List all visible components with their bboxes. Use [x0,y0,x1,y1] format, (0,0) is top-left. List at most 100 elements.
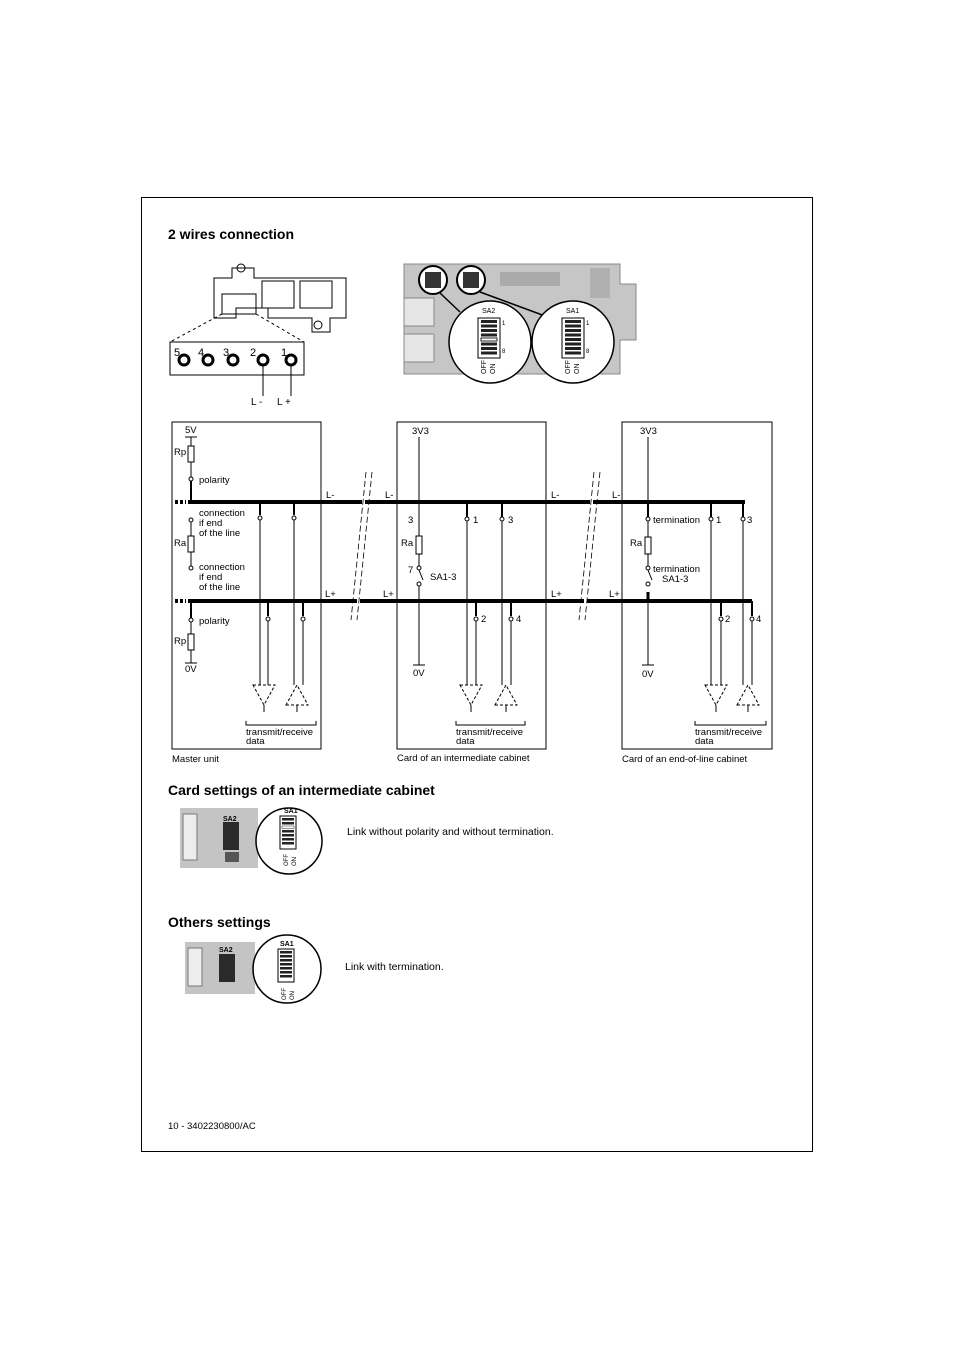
master-connection-top-2: if end [199,518,222,529]
terminal-screw-icon [256,353,270,367]
bus-label-lminus-4: L- [612,490,620,501]
intermediate-settings-photo: SA2 SA1 OFF ON [180,807,323,875]
intermediate-sa1-label: SA1 [284,808,298,815]
terminal-screw-icon [284,353,298,367]
terminal-screw-icon [177,353,191,367]
connector-board-drawing [169,263,347,376]
sa1-switch-first: 1 [586,321,590,327]
intermediate-pin4-label: 4 [516,614,521,625]
terminal-1-label: 1 [281,347,287,359]
terminal-screw-icon [201,353,215,367]
master-connection-bottom-3: of the line [199,582,240,593]
bus-label-lminus-1: L- [326,490,334,501]
zoom-circle-small-sa2 [418,265,448,295]
others-settings-photo: SA2 SA1 OFF ON [185,934,322,1004]
endline-sa13-label: SA1-3 [662,574,688,585]
bus-label-lplus-1: L+ [325,589,336,600]
ra-resistor-intermediate [415,535,423,555]
sa2-on-label: ON [490,364,497,375]
others-note: Link with termination. [345,961,444,973]
l-plus-wire-label: L + [277,397,291,408]
intermediate-card-box [396,421,547,750]
others-off-label: OFF [282,988,288,1000]
page-frame [141,197,813,1152]
intermediate-transmit-label-1: transmit/receive [456,727,523,738]
sa1-on-label: ON [574,364,581,375]
intermediate-pin7-label: 7 [408,565,413,576]
endline-termination-top-label: termination [653,515,700,526]
sa1-zoom-detail: SA1 1 8 OFF ON [531,300,615,384]
sa1-label: SA1 [566,308,579,315]
sa1-switch-last: 8 [586,349,590,355]
master-0v-label: 0V [185,664,197,675]
sa2-label: SA2 [482,308,495,315]
master-polarity-bottom-label: polarity [199,616,230,627]
receiver-triangle-icon [252,684,276,707]
endline-transmit-label-2: data [695,736,714,747]
sa1-off-label: OFF [565,360,572,374]
endline-pin2-label: 2 [725,614,730,625]
endline-pin4-label: 4 [756,614,761,625]
intermediate-pin3b-label: 3 [508,515,513,526]
bus-label-lminus-3: L- [551,490,559,501]
title-2-wires-connection: 2 wires connection [168,226,295,242]
cable-break-marks [350,471,601,621]
endline-0v-label: 0V [642,669,654,680]
endline-termination-bottom-label: termination [653,564,700,575]
endline-ra-label: Ra [630,538,643,549]
master-unit-box [171,421,322,750]
title-intermediate-settings: Card settings of an intermediate cabinet [168,782,435,798]
others-sa2-label: SA2 [219,947,233,954]
sa2-off-label: OFF [481,360,488,374]
endline-card-caption: Card of an end-of-line cabinet [622,754,748,765]
terminal-4-label: 4 [198,347,204,359]
sa2-zoom-detail: SA2 1 8 OFF ON [448,300,532,384]
l-minus-wire-label: L - [251,397,262,408]
endline-pin3-label: 3 [747,515,752,526]
ra-resistor-master [187,535,195,553]
schematic: L- L- L- L- L+ L+ L+ L+ [171,421,773,765]
intermediate-sa2-label: SA2 [223,816,237,823]
master-connection-bottom-2: if end [199,572,222,583]
intermediate-pin2-label: 2 [481,614,486,625]
master-rp-bottom-label: Rp [174,636,186,647]
page-footer: 10 - 3402230800/AC [168,1121,256,1132]
sa13-switch-intermediate [418,569,424,581]
intermediate-pin1-label: 1 [473,515,478,526]
terminal-2-label: 2 [250,347,256,359]
transmitter-triangle-icon [494,683,518,706]
master-5v-label: 5V [185,425,197,436]
master-connection-top-1: connection [199,508,245,519]
terminal-5-label: 5 [174,347,180,359]
intermediate-ra-label: Ra [401,538,414,549]
terminal-screws [177,353,298,367]
zoom-circle-small-sa1 [456,265,486,295]
title-others-settings: Others settings [168,914,271,930]
intermediate-transmit-label-2: data [456,736,475,747]
intermediate-sa13-label: SA1-3 [430,572,456,583]
master-polarity-top-label: polarity [199,475,230,486]
intermediate-3v3-label: 3V3 [412,426,429,437]
master-unit-caption: Master unit [172,754,219,765]
intermediate-pin3-label: 3 [408,515,413,526]
transmitter-triangle-icon [285,683,309,706]
endline-card-box [621,421,773,750]
master-rp-top-label: Rp [174,447,186,458]
bus-label-lplus-4: L+ [609,589,620,600]
others-on-label: ON [290,991,296,1000]
sa13-switch-endline [647,569,653,581]
intermediate-card-caption: Card of an intermediate cabinet [397,753,530,764]
rp-bottom-resistor [187,633,195,651]
rp-top-resistor [187,445,195,463]
terminal-screw-icon [226,353,240,367]
receiver-triangle-icon [459,684,483,707]
sa2-switch-last: 8 [502,349,506,355]
receiver-triangle-icon [704,684,728,707]
endline-3v3-label: 3V3 [640,426,657,437]
endline-pin1-label: 1 [716,515,721,526]
master-transmit-label-2: data [246,736,265,747]
bus-label-lplus-2: L+ [383,589,394,600]
endline-transmit-label-1: transmit/receive [695,727,762,738]
terminal-3-label: 3 [223,347,229,359]
